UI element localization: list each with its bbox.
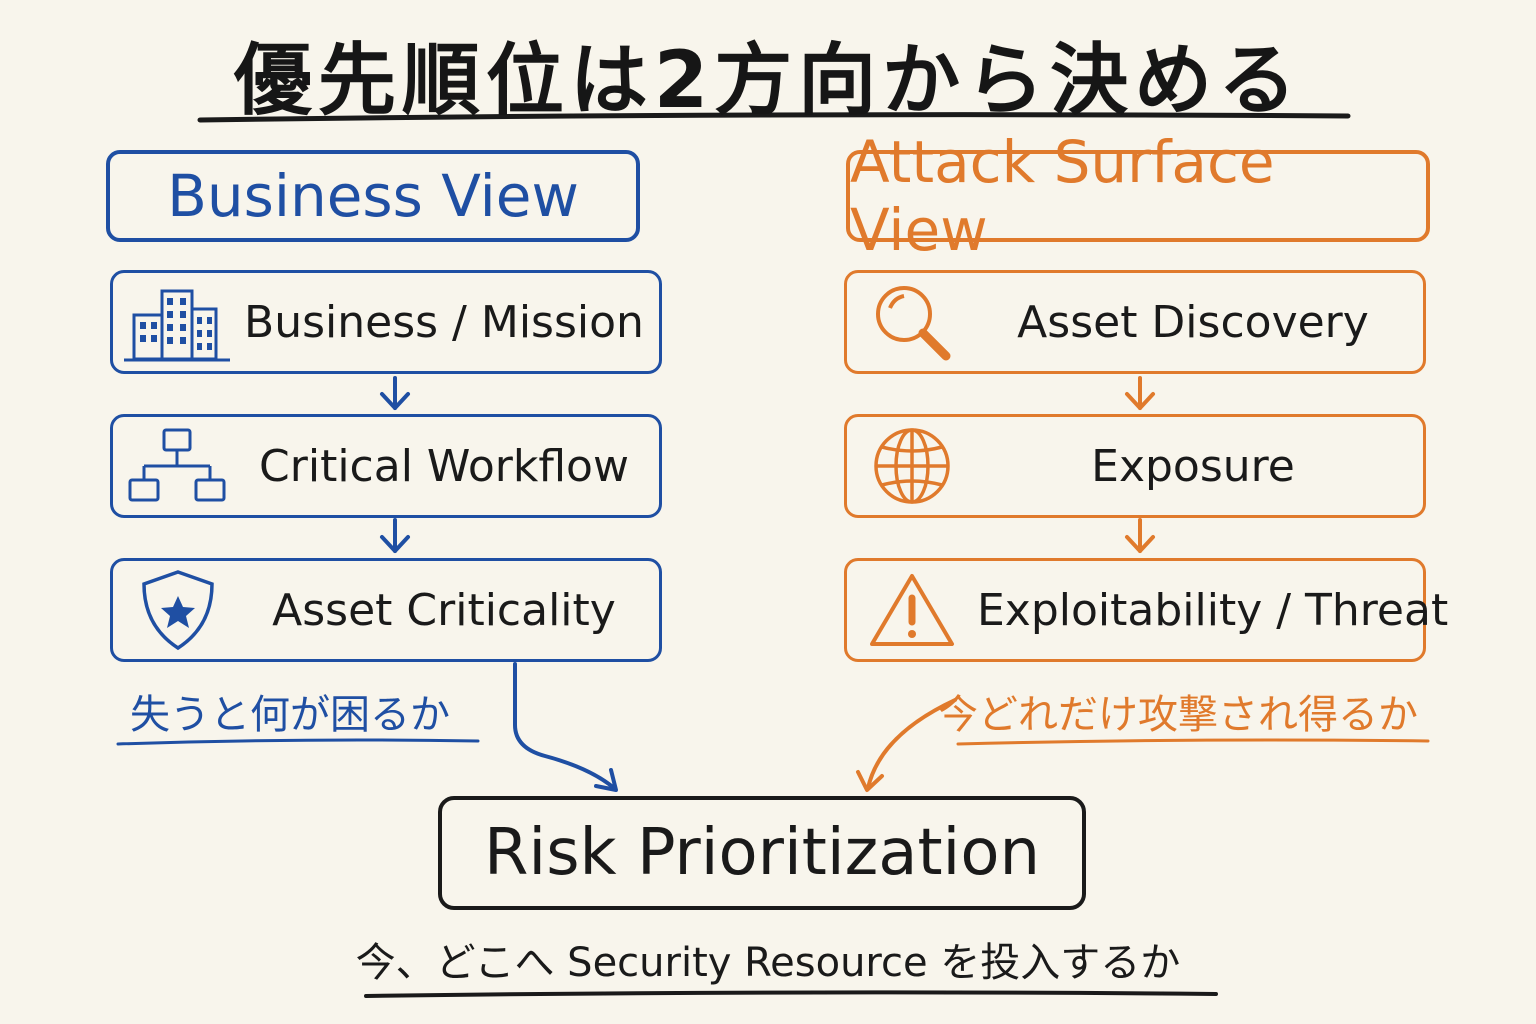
business-to-risk-arrow xyxy=(513,662,618,792)
attack-step-3-label: Exploitability / Threat xyxy=(977,584,1449,636)
magnifier-icon xyxy=(847,280,977,364)
investment-question: 今、どこへ Security Resource を投入するか xyxy=(355,940,1181,986)
attack-note-underline xyxy=(956,738,1430,746)
shield-star-icon xyxy=(113,568,243,652)
risk-prioritization-box: Risk Prioritization xyxy=(438,796,1086,910)
business-arrow-2 xyxy=(380,518,410,553)
page-title: 優先順位は2方向から決める xyxy=(233,36,1303,126)
warning-icon xyxy=(847,570,977,650)
business-step-1: Business / Mission xyxy=(110,270,662,374)
attack-step-2: Exposure xyxy=(844,414,1426,518)
business-step-3-label: Asset Criticality xyxy=(272,584,616,636)
buildings-icon xyxy=(113,281,243,363)
attack-step-2-label: Exposure xyxy=(1091,440,1295,492)
attack-step-1: Asset Discovery xyxy=(844,270,1426,374)
hierarchy-icon xyxy=(113,426,243,506)
business-step-3: Asset Criticality xyxy=(110,558,662,662)
attack-step-1-label: Asset Discovery xyxy=(1017,296,1369,348)
business-step-2-label: Critical Workflow xyxy=(259,440,629,492)
attack-to-risk-arrow xyxy=(856,698,957,792)
attack-arrow-2 xyxy=(1125,518,1155,553)
attack-view-header: Attack Surface View xyxy=(846,128,1430,264)
title-underline xyxy=(197,112,1351,123)
business-note: 失うと何が困るか xyxy=(130,692,450,738)
attack-arrow-1 xyxy=(1125,376,1155,410)
business-arrow-1 xyxy=(380,376,410,410)
business-note-underline xyxy=(116,738,480,746)
business-step-2: Critical Workflow xyxy=(110,414,662,518)
globe-icon xyxy=(847,425,977,507)
business-step-1-label: Business / Mission xyxy=(244,296,644,348)
attack-note: 今どれだけ攻撃され得るか xyxy=(938,692,1418,738)
attack-step-3: Exploitability / Threat xyxy=(844,558,1448,662)
business-view-header: Business View xyxy=(106,150,640,242)
bottom-underline xyxy=(364,990,1218,998)
